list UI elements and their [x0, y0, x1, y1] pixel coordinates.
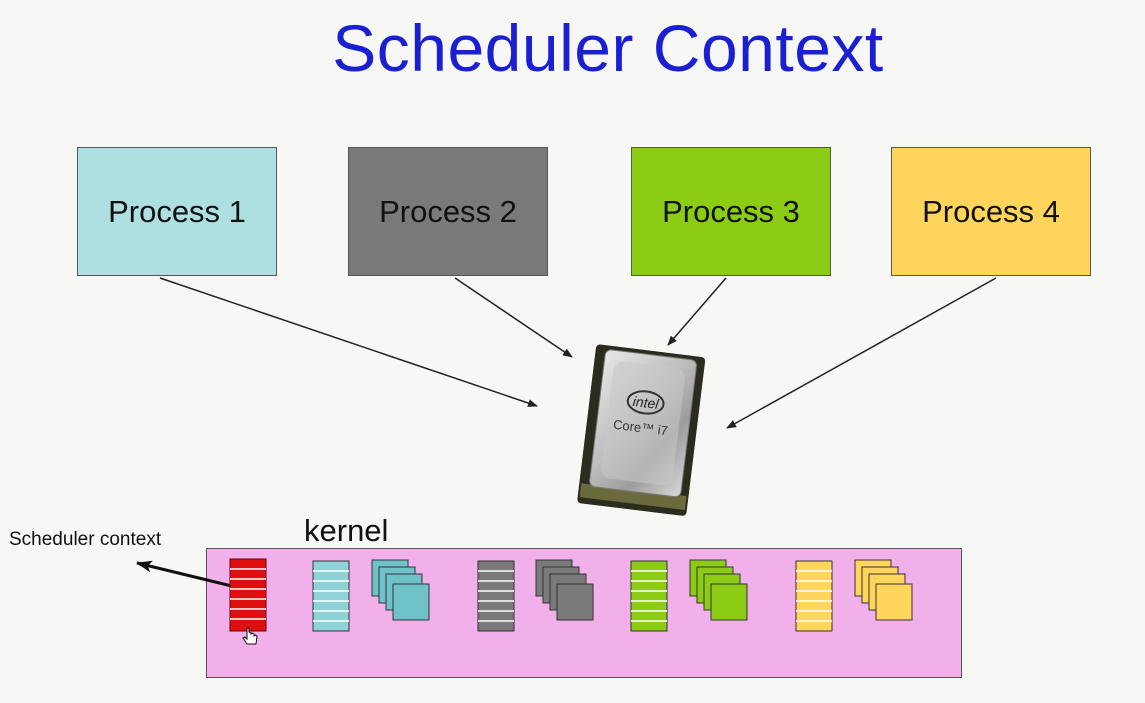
process-1-page-stack: [371, 559, 430, 621]
process-1-register-stack: [312, 560, 350, 632]
process-2-page-stack: [535, 559, 594, 621]
scheduler-context-label: Scheduler context: [9, 529, 162, 550]
arrow-process-1-to-cpu: [159, 277, 538, 407]
diagram-title: Scheduler Context: [332, 11, 884, 85]
kernel-label: kernel: [304, 513, 389, 548]
process-3-register-stack: [630, 560, 668, 632]
hand-cursor-icon: [242, 627, 258, 645]
cpu-brand-text: intel: [632, 393, 660, 412]
arrow-process-3-to-cpu: [667, 277, 727, 346]
process-3-page-stack: [689, 559, 748, 621]
arrow-process-2-to-cpu: [454, 277, 573, 358]
process-1-box: Process 1: [77, 147, 277, 276]
process-2-register-stack: [477, 560, 515, 632]
process-3-box: Process 3: [631, 147, 831, 276]
arrow-process-4-to-cpu: [726, 277, 997, 429]
cpu-chip-icon: intel Core™ i7: [577, 344, 706, 516]
process-2-box: Process 2: [348, 147, 548, 276]
arrow-to-scheduler-context: [136, 560, 241, 590]
scheduler-context-stack: [229, 558, 267, 632]
process-4-register-stack: [795, 560, 833, 632]
cpu-model-text: Core™ i7: [612, 417, 668, 439]
process-4-box: Process 4: [891, 147, 1091, 276]
process-4-page-stack: [854, 559, 913, 621]
